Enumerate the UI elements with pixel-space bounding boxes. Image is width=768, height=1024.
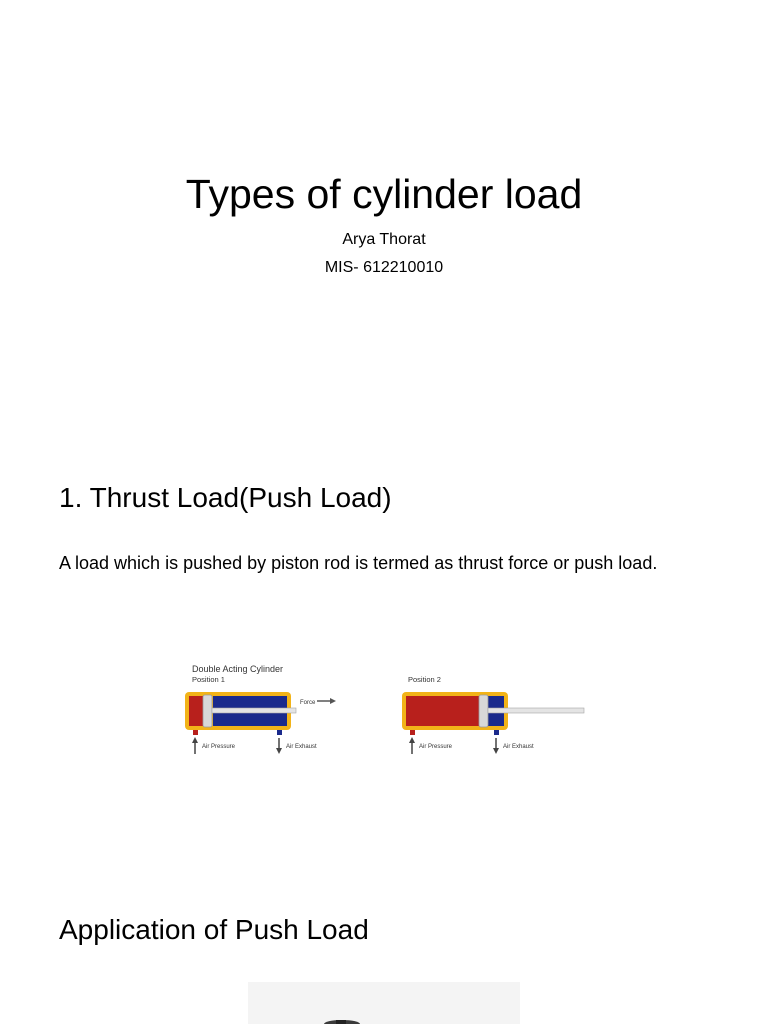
force-arrow-icon <box>317 698 336 704</box>
cylinder-position-2: Air Pressure Air Exhaust <box>402 692 585 754</box>
pressure-port <box>410 730 415 735</box>
slide-thrust-load <box>0 410 768 850</box>
slide-title: Types of cylinder load Arya Thorat MIS- … <box>0 0 768 410</box>
air-exhaust-label-2: Air Exhaust <box>503 744 534 750</box>
application-image <box>248 982 520 1024</box>
air-pressure-arrow-icon <box>409 737 415 754</box>
piston <box>202 694 213 728</box>
double-acting-cylinder-diagram: Double Acting Cylinder Position 1 Positi… <box>180 656 600 760</box>
air-exhaust-arrow-icon <box>493 738 499 754</box>
exhaust-port <box>277 730 282 735</box>
air-pressure-label-2: Air Pressure <box>419 744 453 750</box>
air-exhaust-label: Air Exhaust <box>286 744 317 750</box>
thrust-load-heading: 1. Thrust Load(Push Load) <box>59 482 392 513</box>
author-name: Arya Thorat <box>342 231 426 248</box>
air-exhaust-arrow-icon <box>276 738 282 754</box>
air-pressure-arrow-icon <box>192 737 198 754</box>
presentation-title: Types of cylinder load <box>185 171 583 217</box>
position-2-label: Position 2 <box>408 675 441 684</box>
cylinder-position-1: Force Air Pressure Air Exhaust <box>185 692 336 754</box>
pressure-port <box>193 730 198 735</box>
position-1-label: Position 1 <box>192 675 225 684</box>
pressure-chamber <box>406 696 480 726</box>
application-heading: Application of Push Load <box>59 914 369 945</box>
mis-number: MIS- 612210010 <box>324 259 444 276</box>
piston <box>478 694 489 728</box>
piston-rod <box>487 707 585 714</box>
piston-rod <box>211 707 297 714</box>
force-label: Force <box>300 700 316 706</box>
diagram-title: Double Acting Cylinder <box>192 664 283 674</box>
air-pressure-label: Air Pressure <box>202 744 236 750</box>
exhaust-port <box>494 730 499 735</box>
thrust-load-description: A load which is pushed by piston rod is … <box>59 553 658 573</box>
